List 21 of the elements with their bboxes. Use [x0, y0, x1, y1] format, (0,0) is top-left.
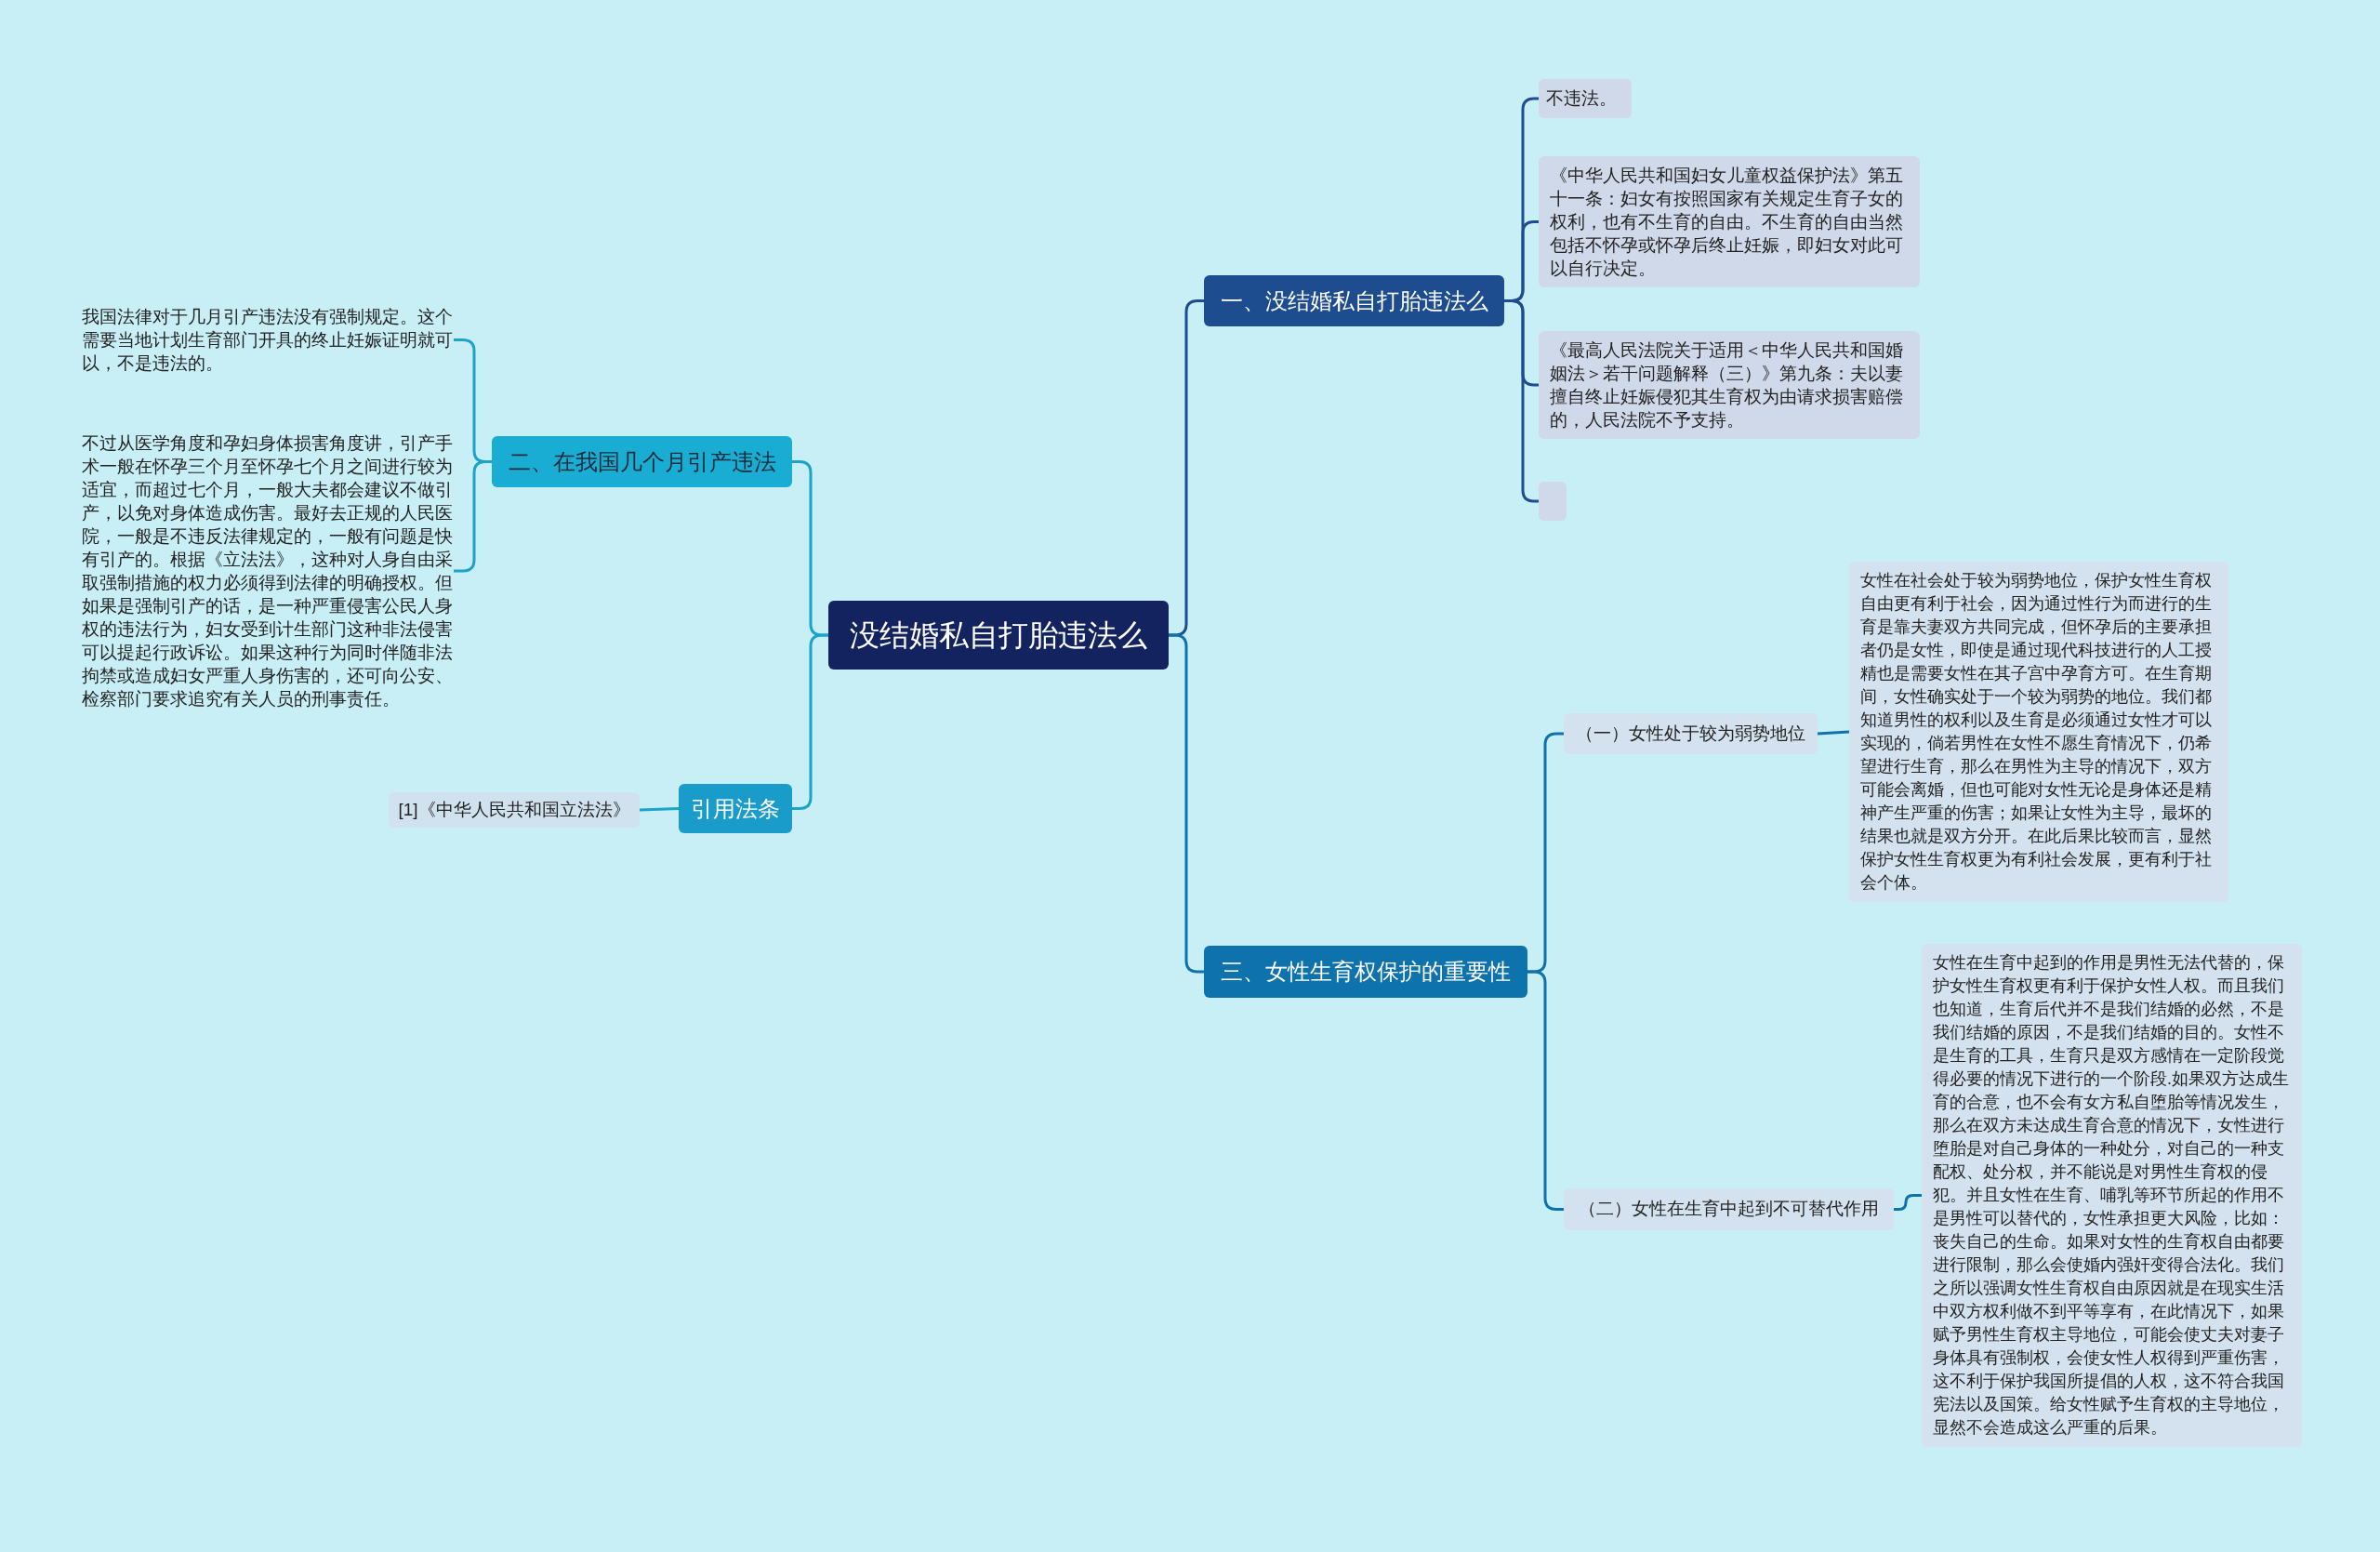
- connector-line: [1527, 970, 1564, 1211]
- branch-topic: 三、女性生育权保护的重要性: [1204, 946, 1527, 998]
- leaf-note: 《中华人民共和国妇女儿童权益保护法》第五十一条：妇女有按照国家有关规定生育子女的权利，也有不生育的自由。不生育的自由当然包括不怀孕或怀孕后终止妊娠，即妇女对此可以自行决定。: [1539, 156, 1920, 287]
- branch-topic: 一、没结婚私自打胎违法么: [1204, 275, 1504, 326]
- subtopic: （二）女性在生育中起到不可替代作用: [1564, 1188, 1894, 1230]
- leaf-note: 不违法。: [1539, 79, 1632, 118]
- root-topic: 没结婚私自打胎违法么: [828, 601, 1169, 670]
- citation-note: [1]《中华人民共和国立法法》: [389, 792, 640, 828]
- connector-line: [1894, 1194, 1922, 1211]
- empty-leaf-box: [1539, 482, 1567, 521]
- note-text: 不过从医学角度和孕妇身体损害角度讲，引产手术一般在怀孕三个月至怀孕七个月之间进行较为适宜，而超过七个月，一般大夫都会建议不做引产，以免对身体造成伤害。最好去正规的人民医院，一般是不违反法律规定的，一般有问题是快有引产的。根据《立法法》，这种对人身自由采取强制措施的权力必须得到法律的明确授权。但如果是强制引产的话，是一种严重侵害公民人身权的违法行为，妇女受到计生部门这种非法侵害可以提起行政诉讼。如果这种行为同时伴随非法拘禁或造成妇女严重人身伤害的，还可向公安、检察部门要求追究有关人员的刑事责任。: [82, 431, 454, 710]
- subtopic: （一）女性处于较为弱势地位: [1564, 713, 1818, 754]
- branch-topic: 引用法条: [679, 784, 792, 833]
- note-text: 我国法律对于几月引产违法没有强制规定。这个需要当地计划生育部门开具的终止妊娠证明就可以，不是违法的。: [82, 305, 454, 375]
- connector-line: [639, 807, 680, 812]
- detail-note: 女性在生育中起到的作用是男性无法代替的，保护女性生育权更有利于保护女性人权。而且我们也知道，生育后代并不是我们结婚的必然，不是我们结婚的原因，不是我们结婚的目的。女性不是生育的工具，生育只是双方感情在一定阶段觉得必要的情况下进行的一个阶段.如果双方达成生育的合意，也不会有女方私自堕胎等情况发生，那么在双方未达成生育合意的情况下，女性进行堕胎是对自己身体的一种处分，对自己的一种支配权、处分权，并不能说是对男性生育权的侵犯。并且女性在生育、哺乳等环节所起的作用不是男性可以替代的，女性承担更大风险，比如：丧失自己的生命。如果对女性的生育权自由都要进行限制，那么会使婚内强奸变得合法化。我们之所以强调女性生育权自由原因就是在现实生活中双方权利做不到平等享有，在此情况下，如果赋予男性生育权主导地位，可能会使丈夫对妻子身体具有强制权，会使女性人权得到严重伤害，这不利于保护我国所提倡的人权，这不符合我国宪法以及国策。给女性赋予生育权的主导地位，显然不会造成这么严重的后果。: [1922, 944, 2302, 1447]
- connector-line: [792, 633, 828, 810]
- leaf-note: 《最高人民法院关于适用＜中华人民共和国婚姻法＞若干问题解释（三）》第九条：夫以妻擅自终止妊娠侵犯其生育权为由请求损害赔偿的，人民法院不予支持。: [1539, 331, 1920, 439]
- connector-line: [1817, 730, 1850, 736]
- branch-topic: 二、在我国几个月引产违法: [492, 436, 792, 487]
- detail-note: 女性在社会处于较为弱势地位，保护女性生育权自由更有利于社会，因为通过性行为而进行的生育是靠夫妻双方共同完成，但怀孕后的主要承担者仍是女性，即使是通过现代科技进行的人工授精也是需要女性在其子宫中孕育方可。在生育期间，女性确实处于一个较为弱势的地位。我们都知道男性的权利以及生育是必须通过女性才可以实现的，倘若男性在女性不愿生育情况下，仍希望进行生育，那么在男性为主导的情况下，双方可能会离婚，但也可能对女性无论是身体还是精神产生严重的伤害；如果让女性为主导，最坏的结果也就是双方分开。在此后果比较而言，显然保护女性生育权更为有利社会发展，更有利于社会个体。: [1849, 562, 2228, 902]
